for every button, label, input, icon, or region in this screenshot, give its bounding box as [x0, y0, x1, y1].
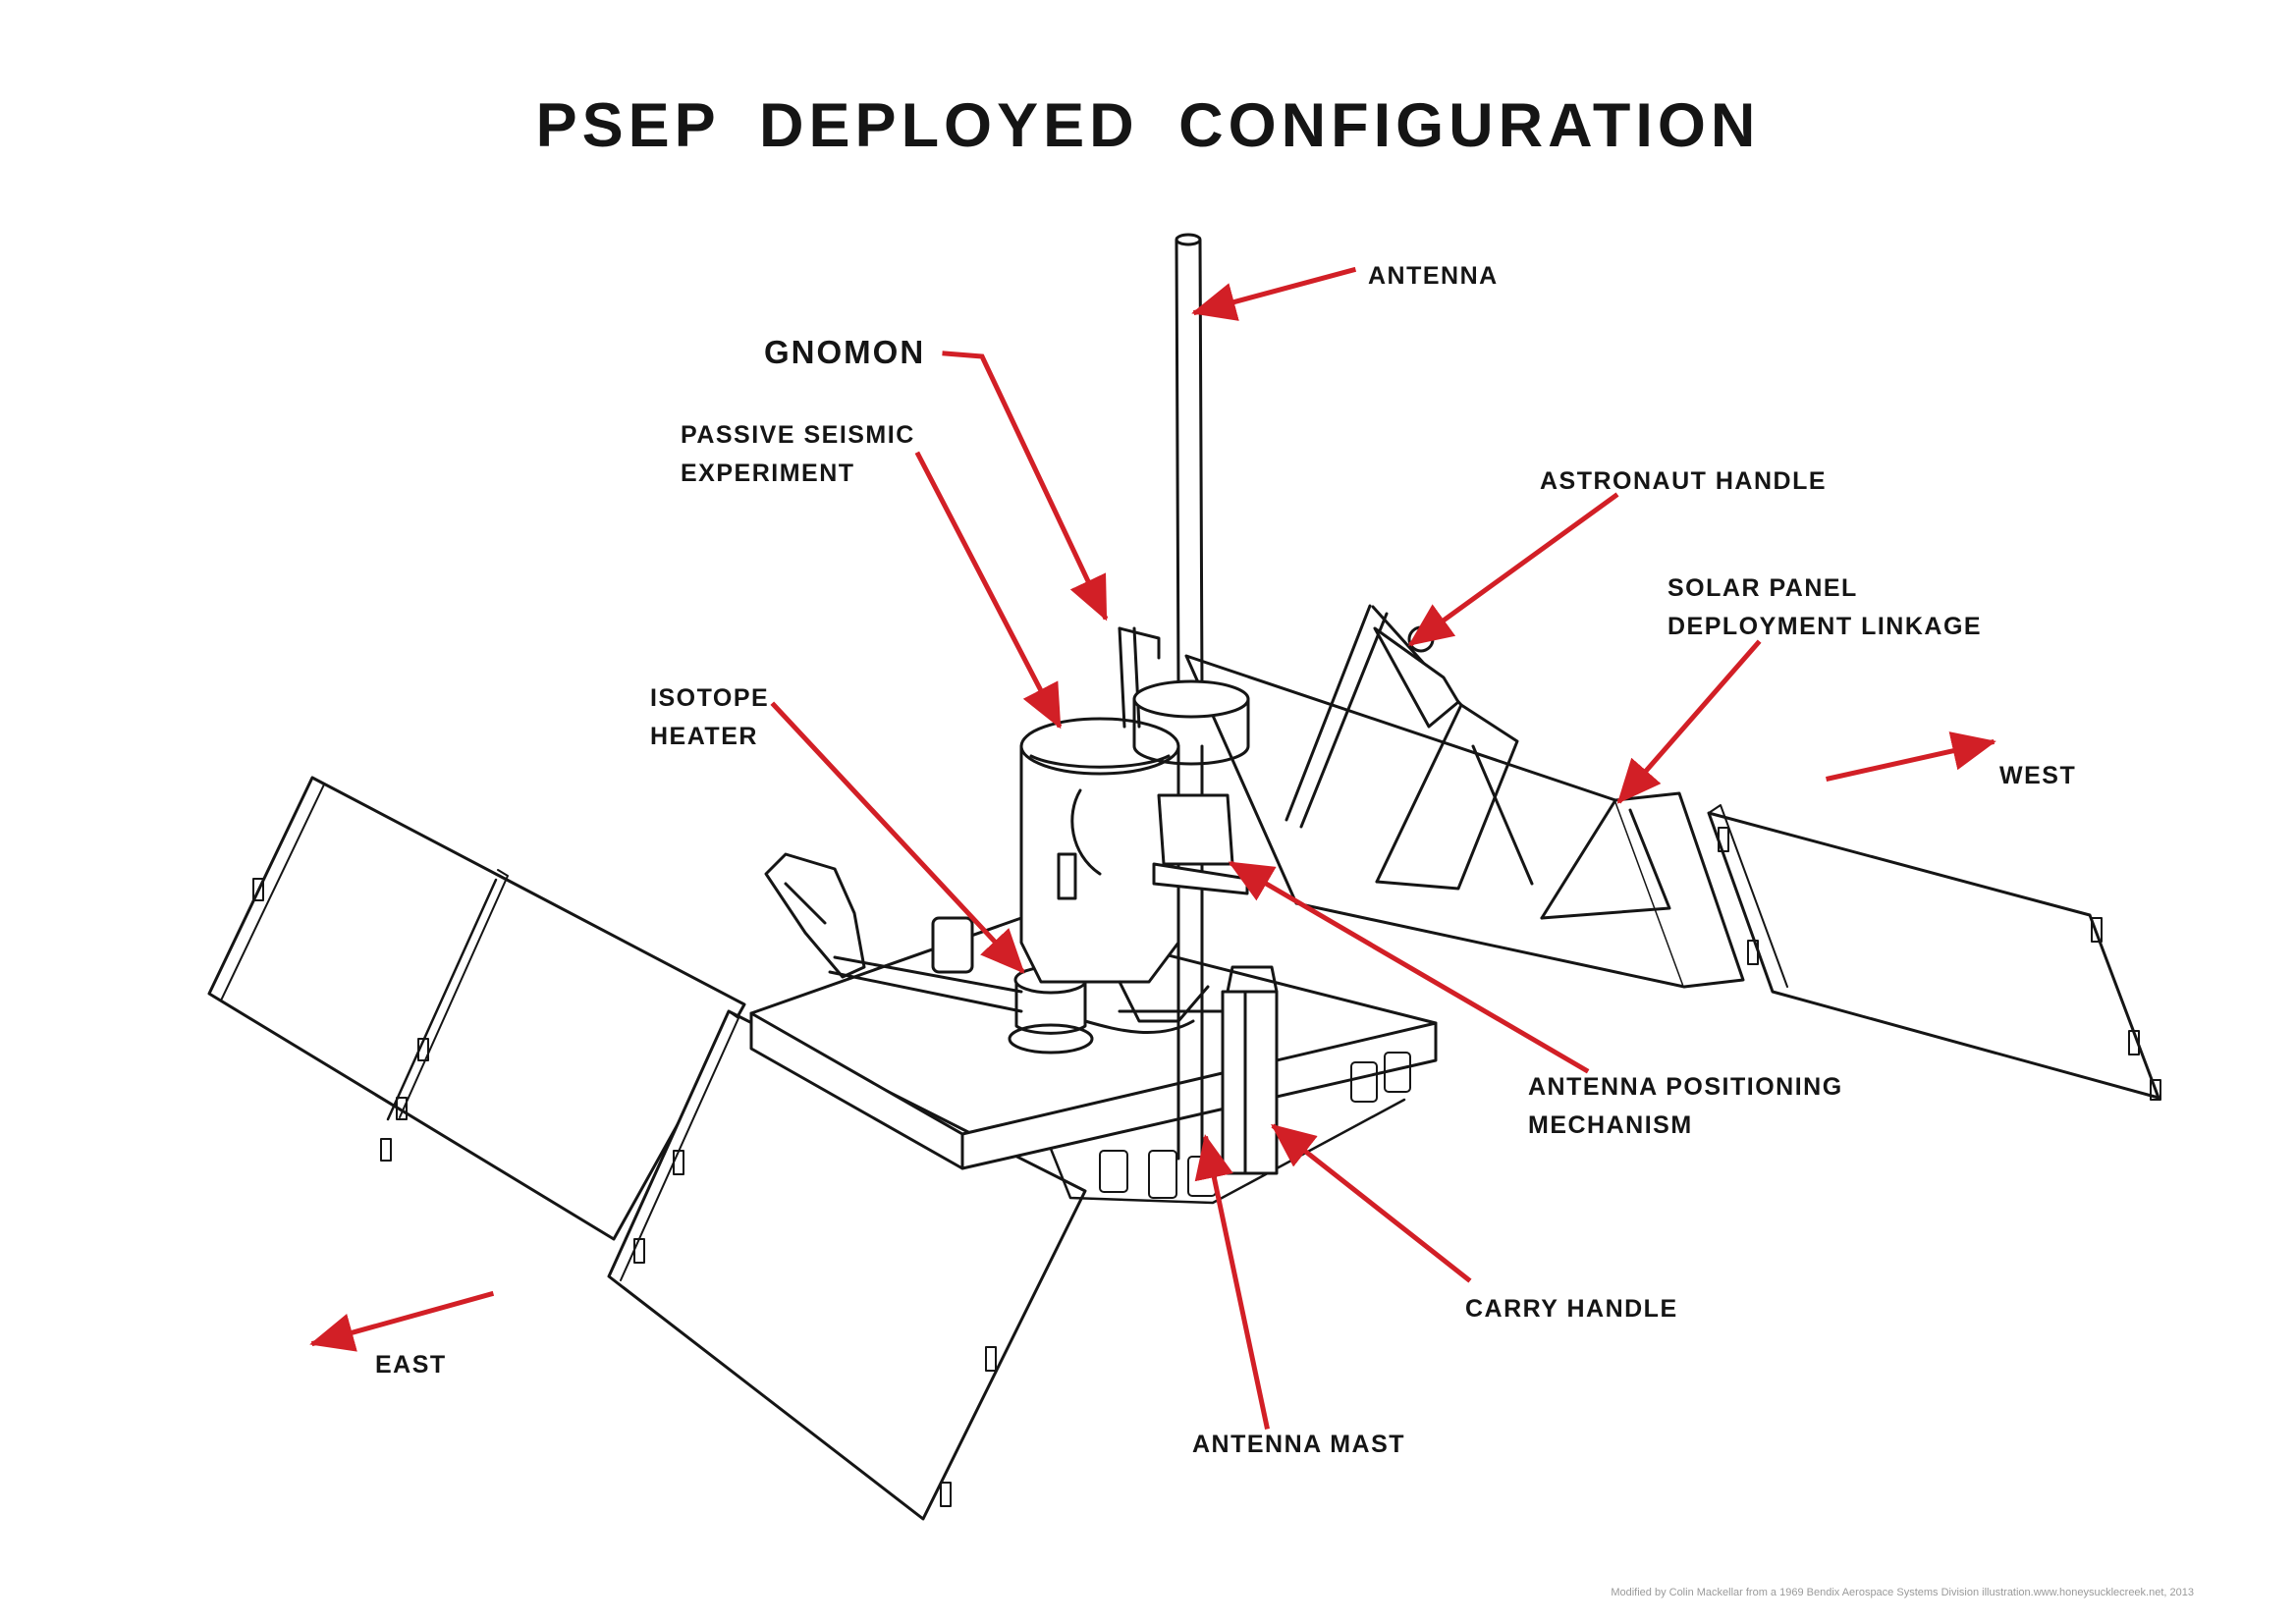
label-solar-linkage-line2: DEPLOYMENT LINKAGE — [1667, 613, 1983, 640]
label-solar-linkage-line1: SOLAR PANEL — [1667, 574, 1858, 602]
carry-handle — [1221, 965, 1279, 1175]
label-carry-handle: CARRY HANDLE — [1465, 1295, 1678, 1323]
label-passive-seismic-line2: EXPERIMENT — [681, 460, 855, 487]
carry-handle-leader — [1271, 1123, 1472, 1283]
isotope-heater-leader — [770, 701, 1025, 974]
passive-seismic-leader — [914, 451, 1063, 730]
label-antenna-positioning-line1: ANTENNA POSITIONING — [1528, 1073, 1843, 1101]
label-gnomon: GNOMON — [764, 334, 926, 370]
west-solar-panels — [1184, 654, 2161, 1101]
antenna-leader — [1191, 266, 1357, 321]
east-solar-panel-outer — [207, 776, 746, 1241]
label-antenna-positioning-line2: MECHANISM — [1528, 1111, 1693, 1139]
label-passive-seismic-line1: PASSIVE SEISMIC — [681, 421, 915, 449]
leader-lines — [309, 266, 1996, 1430]
gnomon — [1118, 626, 1161, 729]
left-equipment — [764, 852, 1023, 1013]
page-title: PSEP DEPLOYED CONFIGURATION — [535, 91, 1761, 160]
linkage-truss — [1285, 604, 1671, 920]
credit-note: Modified by Colin Mackellar from a 1969 … — [1611, 1587, 2194, 1598]
label-east: EAST — [375, 1351, 447, 1379]
label-isotope-line2: HEATER — [650, 723, 758, 750]
astronaut-handle-leader — [1407, 492, 1619, 647]
antenna-assembly — [1118, 233, 1250, 1161]
label-antenna-mast: ANTENNA MAST — [1192, 1431, 1406, 1458]
label-antenna: ANTENNA — [1368, 262, 1499, 290]
east-arrow — [309, 1290, 495, 1352]
solar-linkage-leader — [1616, 639, 1762, 804]
antenna-positioning-leader — [1228, 860, 1590, 1074]
antenna-mast-leader — [1194, 1134, 1270, 1430]
gnomon-leader — [942, 351, 1109, 622]
label-isotope-line1: ISOTOPE — [650, 684, 770, 712]
label-astronaut-handle: ASTRONAUT HANDLE — [1540, 467, 1828, 495]
west-arrow — [1826, 731, 1996, 782]
isotope-heater — [1008, 965, 1195, 1055]
equipment-illustration — [207, 233, 2161, 1521]
label-west: WEST — [1999, 762, 2077, 789]
